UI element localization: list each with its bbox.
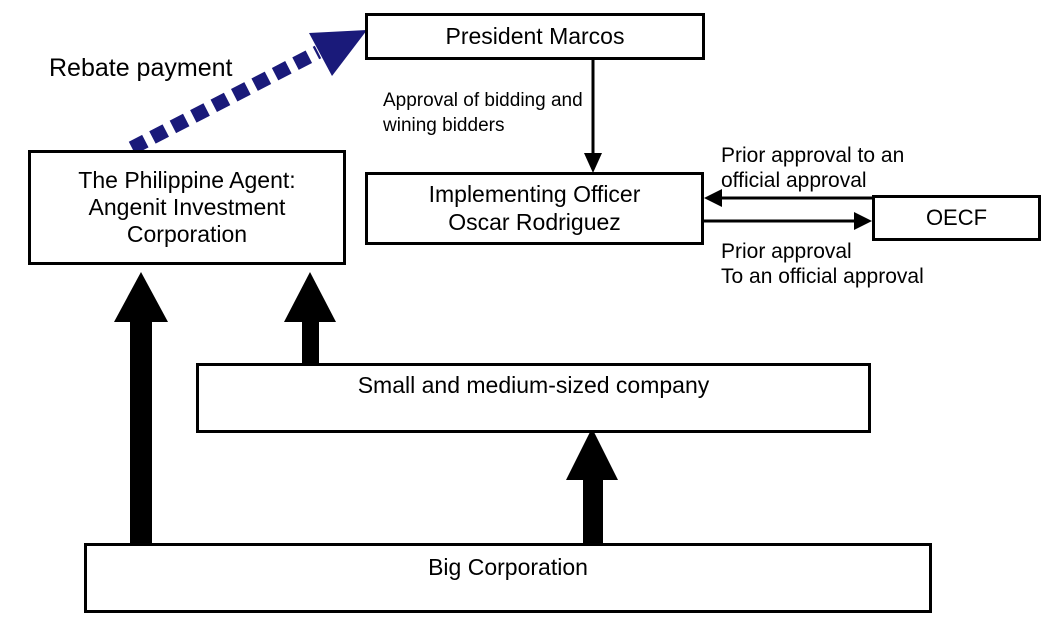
rebate-payment-label: Rebate payment xyxy=(49,54,233,82)
prior-approval-to-oecf-label: Prior approval To an official approval xyxy=(721,240,924,289)
prior-approval-to-officer-label: Prior approval to an official approval xyxy=(721,144,905,193)
philippine-agent-label: The Philippine Agent: Angenit Investment… xyxy=(78,166,296,248)
oecf-label: OECF xyxy=(925,205,988,231)
rebate-arrowhead xyxy=(309,30,367,76)
oecf-to-officer-arrowhead xyxy=(704,189,722,207)
sme-to-agent-shaft xyxy=(302,320,319,364)
rebate-arrow-line xyxy=(128,45,322,155)
president-marcos-label: President Marcos xyxy=(445,22,625,49)
big-corporation-label: Big Corporation xyxy=(428,554,588,580)
president-to-officer-arrowhead xyxy=(584,153,602,173)
big-corporation-box: Big Corporation xyxy=(84,543,932,613)
sme-label: Small and medium-sized company xyxy=(357,372,710,398)
implementing-officer-label: Implementing Officer Oscar Rodriguez xyxy=(428,181,641,235)
officer-to-oecf-arrowhead xyxy=(854,212,872,230)
philippine-agent-box: The Philippine Agent: Angenit Investment… xyxy=(28,150,346,265)
big-to-sme-arrowhead xyxy=(566,428,618,480)
approval-bidding-label: Approval of bidding and wining bidders xyxy=(383,90,583,136)
oecf-box: OECF xyxy=(872,195,1041,241)
big-to-agent-arrowhead xyxy=(114,272,168,322)
president-marcos-box: President Marcos xyxy=(365,13,705,60)
sme-to-agent-arrowhead xyxy=(284,272,336,322)
implementing-officer-box: Implementing Officer Oscar Rodriguez xyxy=(365,172,704,245)
sme-box: Small and medium-sized company xyxy=(196,363,871,433)
big-to-sme-shaft xyxy=(583,478,603,544)
big-to-agent-shaft xyxy=(130,320,152,544)
